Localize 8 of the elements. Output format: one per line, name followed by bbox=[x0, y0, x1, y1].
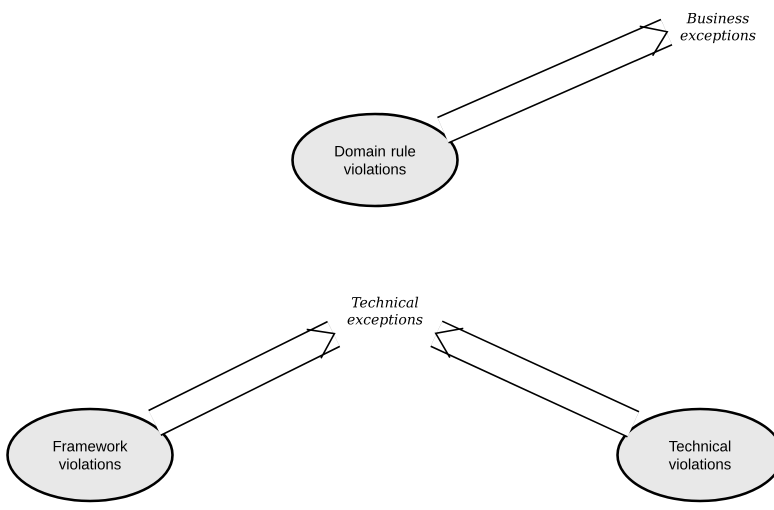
oval-node: Domain rule violations bbox=[291, 112, 459, 208]
hollow-arrow bbox=[148, 320, 340, 436]
hand-label: Business exceptions bbox=[680, 12, 756, 44]
hollow-arrow bbox=[437, 18, 672, 144]
hand-label: Technical exceptions bbox=[348, 296, 423, 328]
oval-node: Technical violations bbox=[616, 408, 774, 502]
oval-node: Framework violations bbox=[6, 408, 174, 502]
hollow-arrow bbox=[430, 320, 640, 438]
